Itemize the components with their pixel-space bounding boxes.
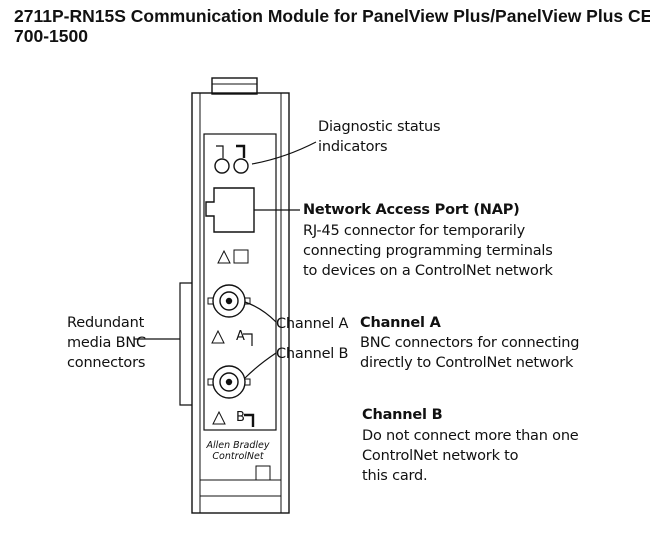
channel-a-heading: Channel A (360, 315, 441, 331)
warning-icon-a (211, 329, 225, 344)
faceplate (203, 133, 277, 431)
brand-line1: Allen Bradley (206, 440, 270, 451)
nap-line3: to devices on a ControlNet network (303, 263, 553, 279)
page-title-line2: 700-1500 (14, 26, 88, 46)
channel-b-line1: Do not connect more than one (362, 428, 579, 444)
module-body (191, 92, 290, 514)
nap-symbol-icon (233, 249, 249, 264)
led-right (233, 158, 249, 174)
channel-a-small-label: Channel A (276, 316, 349, 332)
warning-icon-nap (217, 249, 231, 264)
leader-diagnostic (251, 141, 317, 165)
channel-b-line3: this card. (362, 468, 428, 484)
top-latch (211, 77, 258, 95)
bnc-b-inner (219, 372, 239, 392)
led-left (214, 158, 230, 174)
channel-b-small-label: Channel B (276, 346, 349, 362)
bottom-tab (255, 465, 271, 481)
channel-a-line1: BNC connectors for connecting (360, 335, 580, 351)
nap-line1: RJ-45 connector for temporarily (303, 223, 525, 239)
page-title: 2711P-RN15S Communication Module for Pan… (14, 6, 650, 26)
nap-heading: Network Access Port (NAP) (303, 202, 520, 218)
diagnostic-label-2: indicators (318, 139, 388, 155)
redundant-line2: media BNC (67, 335, 146, 351)
warning-icon-b (212, 410, 226, 425)
leader-channel-b (244, 352, 277, 379)
bnc-a-inner (219, 291, 239, 311)
nap-line2: connecting programming terminals (303, 243, 553, 259)
channel-a-line2: directly to ControlNet network (360, 355, 574, 371)
brand-line2: ControlNet (212, 451, 264, 462)
port-a-letter: A (236, 329, 245, 344)
rj45-port (205, 187, 255, 233)
leader-channel-a (244, 301, 277, 323)
channel-b-line2: ControlNet network to (362, 448, 519, 464)
channel-b-heading: Channel B (362, 407, 443, 423)
redundant-bracket (179, 282, 192, 406)
port-b-letter: B (236, 410, 245, 425)
redundant-line1: Redundant (67, 315, 145, 331)
diagnostic-label-1: Diagnostic status (318, 119, 441, 135)
redundant-line3: connectors (67, 355, 146, 371)
